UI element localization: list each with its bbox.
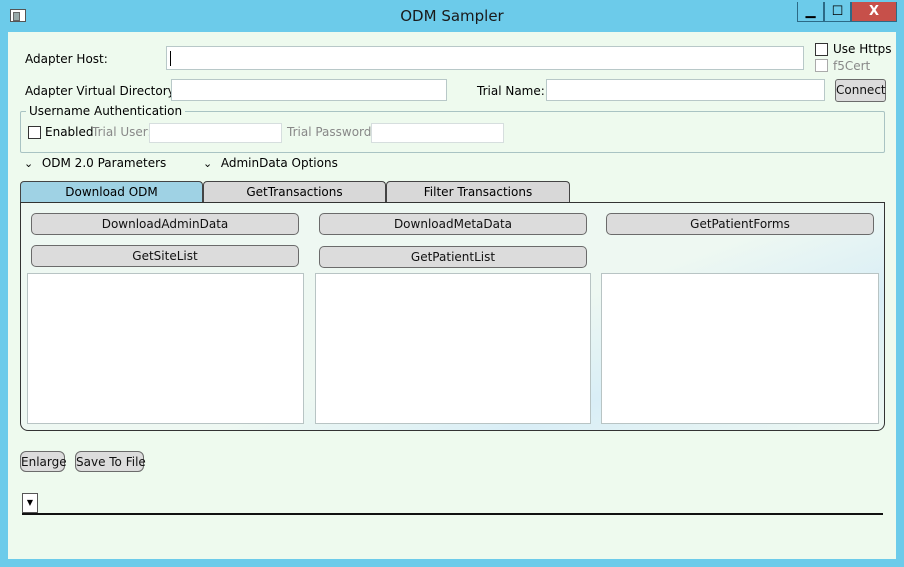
window-title: ODM Sampler <box>400 7 504 25</box>
minimize-icon: ▁ <box>805 4 816 19</box>
f5cert-checkbox[interactable] <box>815 59 828 72</box>
site-list-box[interactable] <box>27 273 304 424</box>
download-admin-data-button[interactable]: DownloadAdminData <box>31 213 299 235</box>
odm-params-label: ODM 2.0 Parameters <box>41 156 167 170</box>
client-area: Adapter Host: Use Https f5Cert Adapter V… <box>8 32 896 559</box>
maximize-button[interactable]: ☐ <box>824 2 851 22</box>
tab-filter-transactions[interactable]: Filter Transactions <box>386 181 570 203</box>
trial-name-label: Trial Name: <box>477 84 545 98</box>
adapter-host-label: Adapter Host: <box>25 52 108 66</box>
close-button[interactable]: X <box>851 2 897 22</box>
get-patient-forms-button[interactable]: GetPatientForms <box>606 213 874 235</box>
enabled-label: Enabled <box>45 125 94 139</box>
username-auth-group <box>20 111 885 153</box>
trial-user-label: Trial User: <box>92 125 152 139</box>
output-divider <box>22 513 883 515</box>
download-odm-panel: DownloadAdminData DownloadMetaData GetPa… <box>20 202 885 431</box>
chevron-down-icon: ▼ <box>26 498 34 507</box>
get-site-list-button[interactable]: GetSiteList <box>31 245 299 267</box>
tab-get-transactions[interactable]: GetTransactions <box>203 181 386 203</box>
minimize-button[interactable]: ▁ <box>797 2 824 22</box>
virtual-dir-input[interactable] <box>171 79 447 101</box>
text-caret <box>170 51 171 66</box>
chevron-down-icon: ⌄ <box>24 157 34 170</box>
username-auth-title: Username Authentication <box>26 104 186 118</box>
admindata-options-expander[interactable]: ⌄ AdminData Options <box>203 156 338 170</box>
save-to-file-button[interactable]: Save To File <box>75 451 146 472</box>
odm-params-expander[interactable]: ⌄ ODM 2.0 Parameters <box>24 156 166 170</box>
use-https-label: Use Https <box>833 42 892 56</box>
enabled-checkbox[interactable] <box>28 126 41 139</box>
trial-password-input[interactable] <box>371 123 504 143</box>
title-bar: ODM Sampler ▁ ☐ X <box>0 0 904 32</box>
trial-password-label: Trial Password: <box>287 125 376 139</box>
use-https-checkbox[interactable] <box>815 43 828 56</box>
patient-forms-list-box[interactable] <box>601 273 879 424</box>
admindata-options-label: AdminData Options <box>220 156 338 170</box>
app-icon <box>10 9 26 22</box>
get-patient-list-button[interactable]: GetPatientList <box>319 246 587 268</box>
trial-user-input[interactable] <box>149 123 282 143</box>
download-meta-data-button[interactable]: DownloadMetaData <box>319 213 587 235</box>
tab-download-odm[interactable]: Download ODM <box>20 181 203 203</box>
connect-button[interactable]: Connect <box>835 79 886 102</box>
maximize-icon: ☐ <box>831 4 844 19</box>
output-combo[interactable]: ▼ <box>22 493 38 513</box>
f5cert-label: f5Cert <box>833 59 871 73</box>
virtual-dir-label: Adapter Virtual Directory: <box>25 84 178 98</box>
patient-list-box[interactable] <box>315 273 591 424</box>
chevron-down-icon: ⌄ <box>203 157 213 170</box>
close-icon: X <box>868 4 880 19</box>
trial-name-input[interactable] <box>546 79 825 101</box>
enlarge-button[interactable]: Enlarge <box>20 451 67 472</box>
adapter-host-input[interactable] <box>166 46 804 70</box>
